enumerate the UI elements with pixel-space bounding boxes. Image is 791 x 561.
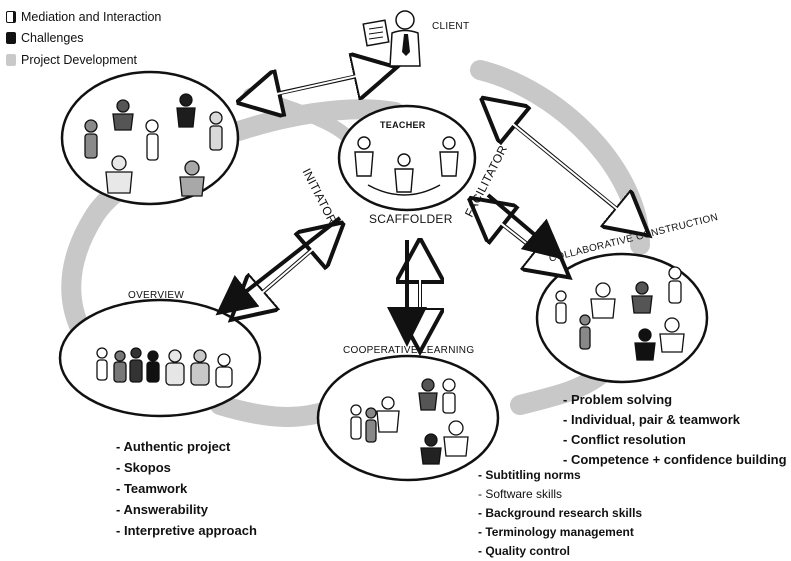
challenge-arrow-collab	[486, 193, 565, 260]
list-item: Subtitling norms	[478, 466, 642, 485]
list-item: Skopos	[116, 457, 257, 478]
list-item: Problem solving	[563, 390, 787, 410]
cooperative-list: Subtitling norms Software skills Backgro…	[478, 466, 642, 561]
legend-challenges: Challenges	[6, 31, 84, 45]
collaborative-figures	[555, 266, 685, 361]
cooperative-ellipse	[316, 354, 500, 482]
list-item: Terminology management	[478, 523, 642, 542]
legend-label: Project Development	[21, 53, 138, 67]
list-item: Answerability	[116, 499, 257, 520]
client-figure	[362, 10, 421, 67]
legend-mediation: Mediation and Interaction	[6, 10, 161, 24]
legend-label: Challenges	[21, 31, 84, 45]
list-item: Interpretive approach	[116, 520, 257, 541]
collaborative-list: Problem solving Individual, pair & teamw…	[563, 390, 787, 470]
teacher-figures	[354, 136, 459, 196]
project-swatch-icon	[6, 54, 16, 66]
overview-figures	[96, 347, 233, 388]
cooperative-figures	[350, 378, 469, 465]
cooperative-label: COOPERATIVE LEARNING	[343, 345, 475, 356]
teacher-label: TEACHER	[380, 120, 426, 130]
overview-label: OVERVIEW	[128, 290, 185, 301]
mediation-swatch-icon	[6, 11, 16, 23]
role-scaffolder: SCAFFOLDER	[369, 212, 453, 226]
list-item: Software skills	[478, 485, 642, 504]
legend-project: Project Development	[6, 53, 137, 67]
client-label: CLIENT	[432, 21, 470, 32]
list-item: Quality control	[478, 542, 642, 561]
list-item: Competence + confidence building	[563, 450, 787, 470]
overview-ellipse	[58, 298, 262, 418]
list-item: Individual, pair & teamwork	[563, 410, 787, 430]
challenge-arrow-overview	[215, 216, 342, 316]
list-item: Conflict resolution	[563, 430, 787, 450]
overview-list: Authentic project Skopos Teamwork Answer…	[116, 436, 257, 541]
project-development-band	[210, 395, 340, 427]
challenges-swatch-icon	[6, 32, 16, 44]
list-item: Teamwork	[116, 478, 257, 499]
list-item: Authentic project	[116, 436, 257, 457]
list-item: Background research skills	[478, 504, 642, 523]
team-figures	[84, 93, 223, 197]
legend-label: Mediation and Interaction	[21, 10, 162, 24]
